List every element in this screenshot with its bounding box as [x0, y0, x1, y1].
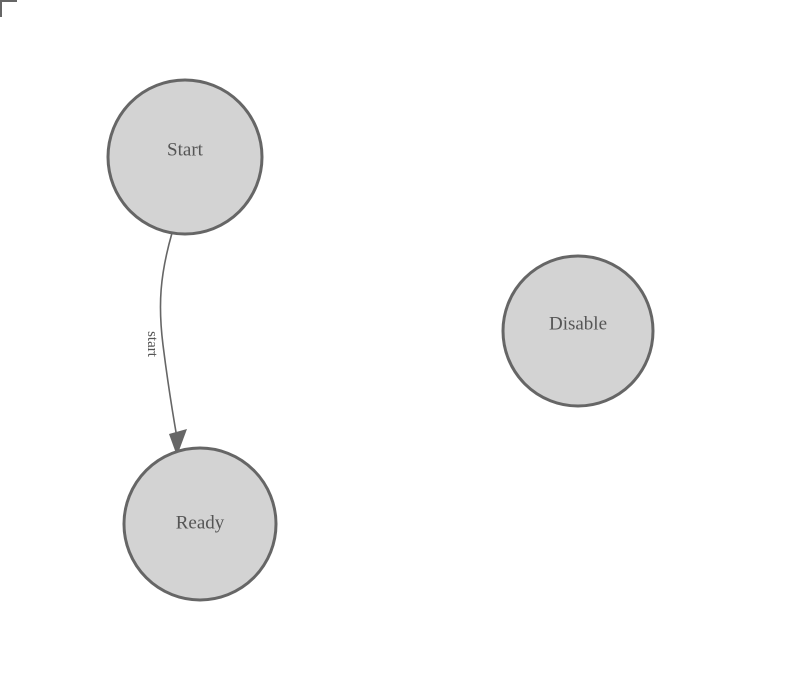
- node-disable[interactable]: Disable: [501, 254, 655, 408]
- crop-corner-mark-icon: [0, 0, 17, 17]
- node-start[interactable]: Start: [106, 78, 264, 236]
- edge-label-start: start: [144, 331, 160, 358]
- node-start-label: Start: [167, 139, 204, 160]
- edge-arrowhead-icon: [169, 429, 187, 456]
- node-disable-circle: [501, 254, 655, 408]
- edge-start-to-ready[interactable]: start: [144, 232, 187, 456]
- edge-path: [159, 232, 178, 439]
- node-start-circle: [106, 78, 264, 236]
- node-ready-label: Ready: [176, 512, 225, 533]
- node-ready[interactable]: Ready: [122, 446, 278, 602]
- node-disable-label: Disable: [549, 313, 607, 334]
- node-ready-circle: [122, 446, 278, 602]
